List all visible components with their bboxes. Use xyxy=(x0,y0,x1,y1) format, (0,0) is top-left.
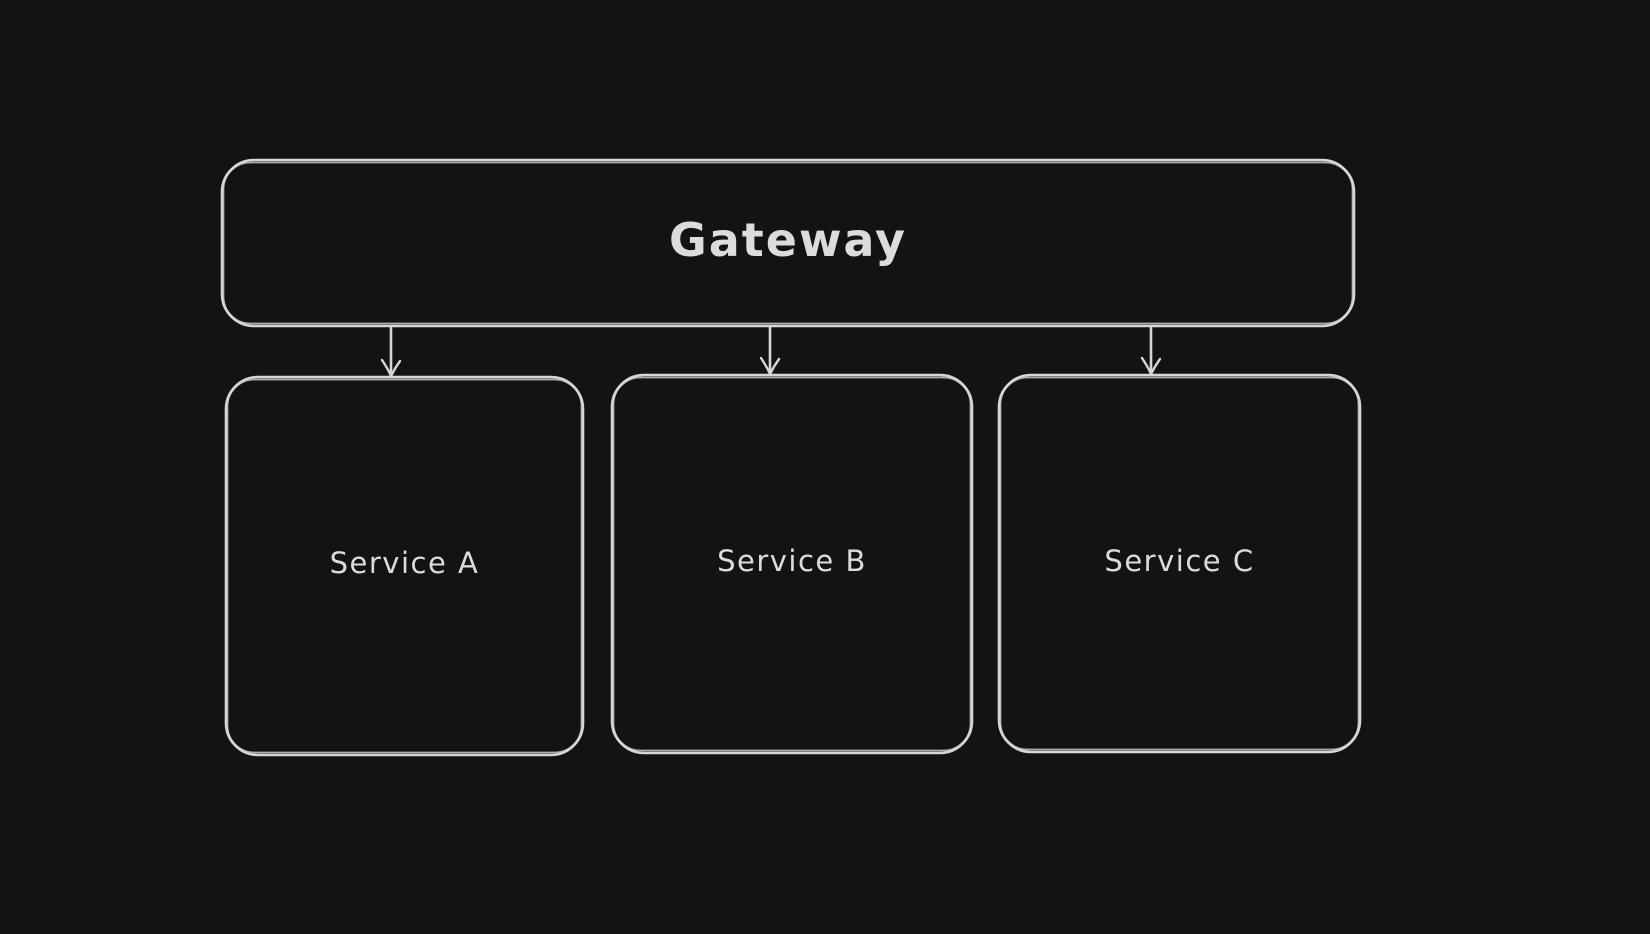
node-outline-service-a xyxy=(224,375,585,757)
node-service-a[interactable]: Service A xyxy=(226,377,583,755)
edge-arrow-gateway-to-service-c xyxy=(1140,325,1162,376)
node-service-c[interactable]: Service C xyxy=(999,375,1360,752)
node-service-a-label: Service A xyxy=(329,546,480,580)
node-outline-service-b xyxy=(610,373,974,755)
node-service-b-label: Service B xyxy=(717,544,867,578)
node-service-b[interactable]: Service B xyxy=(612,375,972,753)
node-service-c-label: Service C xyxy=(1104,543,1255,578)
node-outline-gateway xyxy=(220,158,1356,328)
node-gateway-label: Gateway xyxy=(668,213,908,267)
node-outline-service-c xyxy=(997,373,1362,754)
node-gateway[interactable]: Gateway xyxy=(222,160,1354,326)
edge-arrow-gateway-to-service-b xyxy=(759,325,781,376)
edge-arrow-gateway-to-service-a xyxy=(380,325,402,378)
